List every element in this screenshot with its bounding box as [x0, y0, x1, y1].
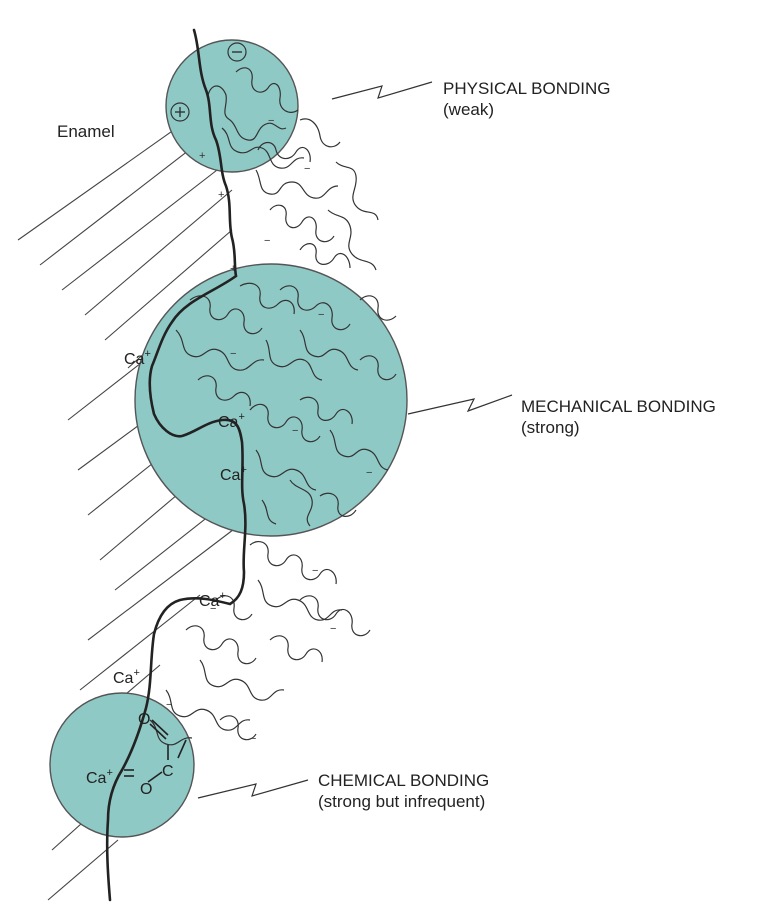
oxygen-atom: O	[140, 781, 152, 798]
mechanical-bonding-title: MECHANICAL BONDING	[521, 397, 716, 416]
minus-sign: −	[312, 565, 318, 577]
chemical-bonding-detail: (strong but infrequent)	[318, 792, 485, 811]
plus-sign: +	[218, 189, 224, 201]
minus-sign: −	[264, 235, 270, 247]
minus-sign: −	[250, 733, 256, 745]
physical-bonding-title: PHYSICAL BONDING	[443, 79, 611, 98]
calcium-ion: Ca+	[199, 590, 226, 610]
minus-sign: −	[268, 115, 274, 127]
minus-sign: −	[318, 309, 324, 321]
minus-sign: −	[166, 699, 172, 711]
minus-sign: −	[292, 425, 298, 437]
minus-sign: −	[366, 467, 372, 479]
plus-sign: +	[230, 263, 236, 275]
minus-sign: −	[304, 163, 310, 175]
mechanical-bonding-detail: (strong)	[521, 418, 580, 437]
physical-leader	[332, 82, 432, 99]
carbon-atom: C	[162, 763, 174, 780]
plus-sign: +	[199, 150, 205, 162]
minus-sign: −	[330, 623, 336, 635]
chemical-leader	[198, 780, 308, 798]
mechanical-leader	[408, 395, 512, 414]
mechanical-bonding-zone	[135, 264, 407, 536]
chemical-bonding-title: CHEMICAL BONDING	[318, 771, 489, 790]
enamel-label: Enamel	[57, 122, 115, 141]
calcium-ion: Ca+	[113, 667, 140, 687]
oxygen-atom: O	[138, 711, 150, 728]
physical-bonding-detail: (weak)	[443, 100, 494, 119]
minus-sign: −	[230, 348, 236, 360]
